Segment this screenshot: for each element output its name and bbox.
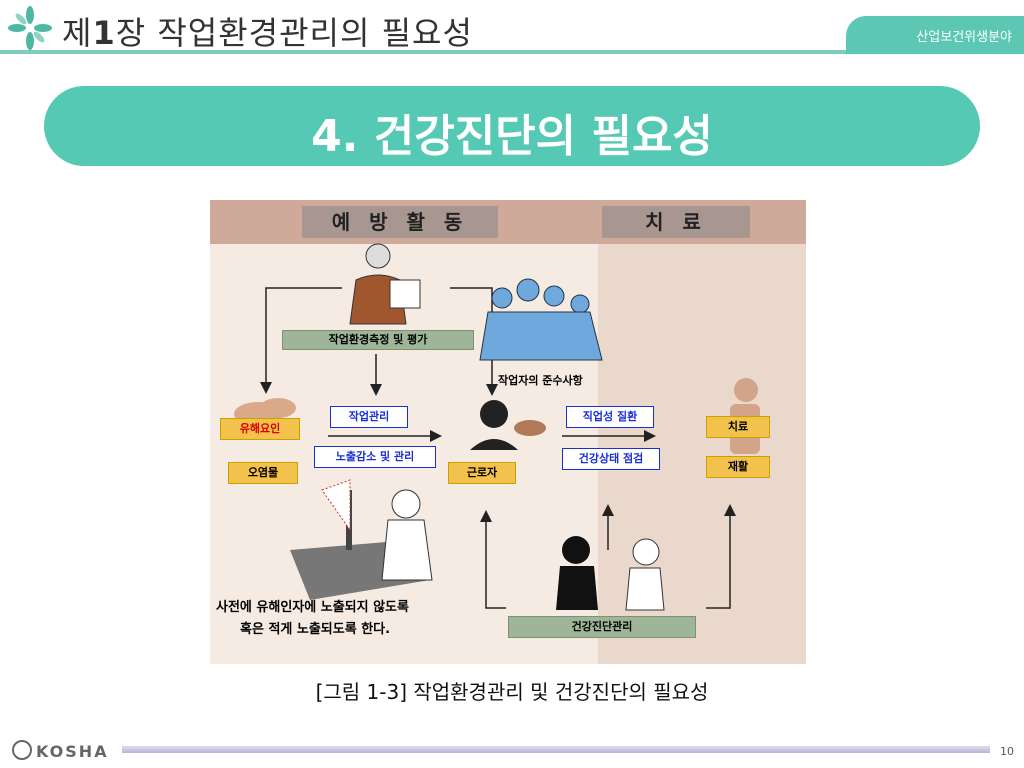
health-exam-scene-icon [556, 536, 665, 611]
exposure-caption-line2: 혹은 적게 노출되도록 한다. [240, 622, 391, 637]
kosha-logo: KOSHA [12, 740, 109, 761]
diagram-illustration [234, 243, 760, 611]
section-banner: 4. 건강진단의 필요성 [44, 86, 980, 166]
worker-dark-icon [470, 400, 546, 450]
exposure-scene-icon [290, 479, 433, 600]
disease-box: 직업성 질환 [566, 406, 654, 428]
kosha-emblem-icon [12, 740, 32, 760]
health-exam-label: 건강진단관리 [508, 616, 696, 638]
harmful-factor-box: 유해요인 [220, 418, 300, 440]
treatment-header: 치 료 [602, 206, 750, 238]
figure-caption: [그림 1-3] 작업환경관리 및 건강진단의 필요성 [315, 680, 709, 704]
section-title: 4. 건강진단의 필요성 [311, 111, 713, 162]
work-manage-box: 작업관리 [330, 406, 408, 428]
category-tab-label: 산업보건위생분야 [916, 30, 1012, 45]
diagram-figure: 예 방 활 동 치 료 [210, 200, 806, 664]
worker-box: 근로자 [448, 462, 516, 484]
arrow-up-right [706, 504, 736, 609]
supervisor-figure-icon [349, 243, 421, 325]
footer-bar [122, 746, 990, 753]
treatment-box-1: 치료 [706, 416, 770, 438]
arrow-up-left [480, 510, 506, 609]
slide-header: 제1장 작업환경관리의 필요성 산업보건위생분야 [0, 0, 1024, 56]
health-check-box: 건강상태 점검 [562, 448, 660, 470]
exposure-caption-line1: 사전에 유해인자에 노출되지 않도록 [216, 600, 409, 615]
exposure-reduce-box: 노출감소 및 관리 [314, 446, 436, 468]
prevention-header: 예 방 활 동 [302, 206, 498, 238]
page-number: 10 [1000, 745, 1014, 758]
category-tab: 산업보건위생분야 [846, 16, 1024, 54]
pinwheel-logo-icon [8, 6, 52, 50]
workers-group-label: 작업자의 준수사항 [498, 374, 583, 387]
header-divider [0, 50, 1024, 54]
chapter-title: 제1장 작업환경관리의 필요성 [62, 14, 473, 52]
treatment-box-2: 재활 [706, 456, 770, 478]
workers-group-icon [479, 278, 603, 361]
pollution-box: 오염물 [228, 462, 298, 484]
env-measure-label: 작업환경측정 및 평가 [282, 330, 474, 350]
arrow-left-down [260, 287, 342, 394]
